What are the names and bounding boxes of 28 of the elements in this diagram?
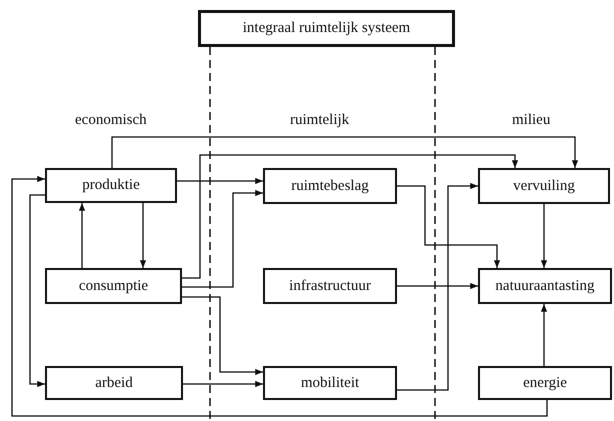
title-box: integraal ruimtelijk systeem xyxy=(198,10,455,47)
process-box: energie xyxy=(478,366,612,400)
process-box: natuuraantasting xyxy=(478,268,612,304)
process-box: infrastructuur xyxy=(263,268,397,304)
arrow xyxy=(78,203,86,268)
column-heading: milieu xyxy=(512,112,550,129)
process-box: mobiliteit xyxy=(263,366,397,400)
arrow xyxy=(140,203,146,268)
arrow xyxy=(540,304,548,366)
arrow xyxy=(11,176,548,417)
arrow xyxy=(182,296,263,376)
process-box: vervuiling xyxy=(478,168,610,204)
arrow xyxy=(29,194,45,388)
arrow xyxy=(397,185,500,268)
arrow xyxy=(183,380,263,388)
arrow xyxy=(111,136,578,168)
process-box: produktie xyxy=(45,168,177,203)
arrow xyxy=(397,182,478,391)
arrow xyxy=(397,282,478,290)
column-heading: economisch xyxy=(75,112,147,129)
process-box: consumptie xyxy=(45,268,182,304)
arrow xyxy=(182,154,518,279)
column-heading: ruimtelijk xyxy=(290,112,350,129)
arrow xyxy=(182,190,263,288)
arrow xyxy=(540,204,548,268)
process-box: arbeid xyxy=(45,366,183,400)
arrow xyxy=(177,178,263,184)
process-box: ruimtebeslag xyxy=(263,168,397,204)
